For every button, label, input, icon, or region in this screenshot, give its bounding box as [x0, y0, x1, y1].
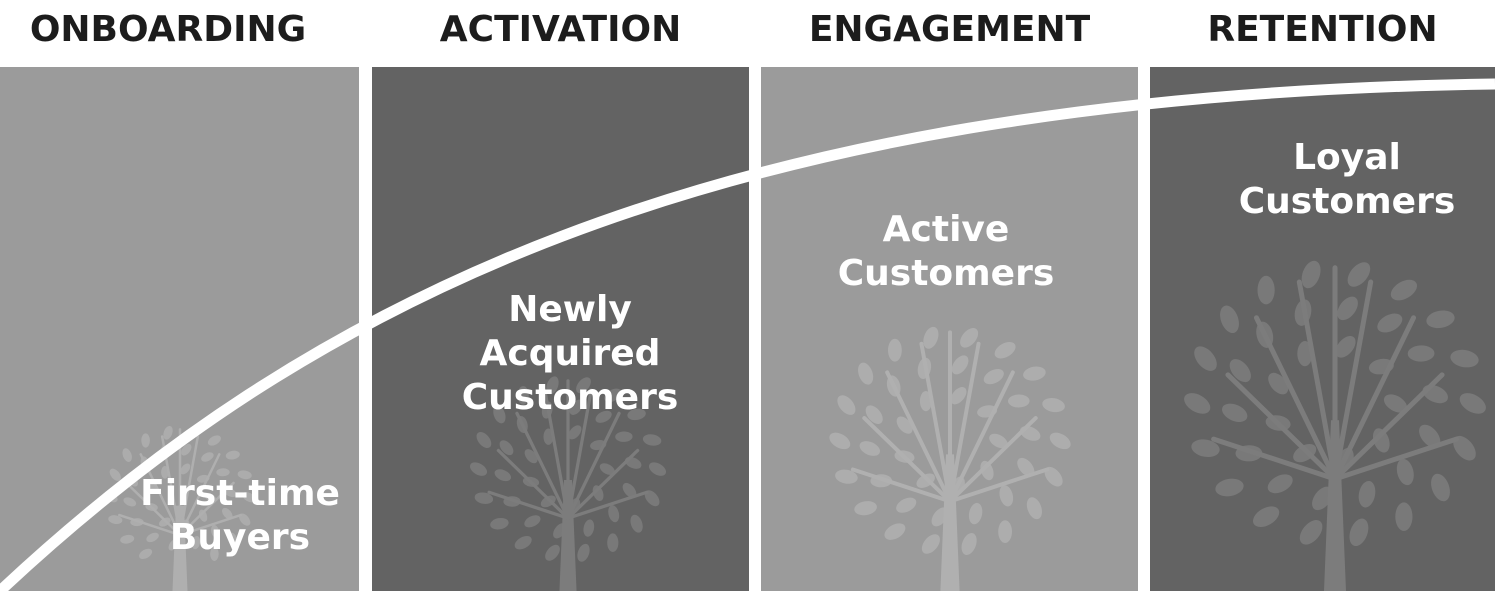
growth-curve [0, 78, 1495, 591]
heading-activation: ACTIVATION [439, 9, 682, 50]
label-first-time-buyers: First-time Buyers [140, 473, 340, 558]
label-active-customers: Active Customers [837, 209, 1055, 294]
tree-1 [469, 376, 667, 591]
heading-retention: RETENTION [1207, 9, 1438, 50]
trees-layer [104, 260, 1486, 591]
label-newly-acquired-customers: Newly Acquired Customers [461, 289, 679, 418]
heading-onboarding: ONBOARDING [29, 9, 307, 50]
tree-3 [1184, 260, 1486, 591]
label-loyal-customers: Loyal Customers [1238, 137, 1456, 222]
heading-engagement: ENGAGEMENT [808, 9, 1091, 50]
tree-2 [829, 326, 1071, 591]
